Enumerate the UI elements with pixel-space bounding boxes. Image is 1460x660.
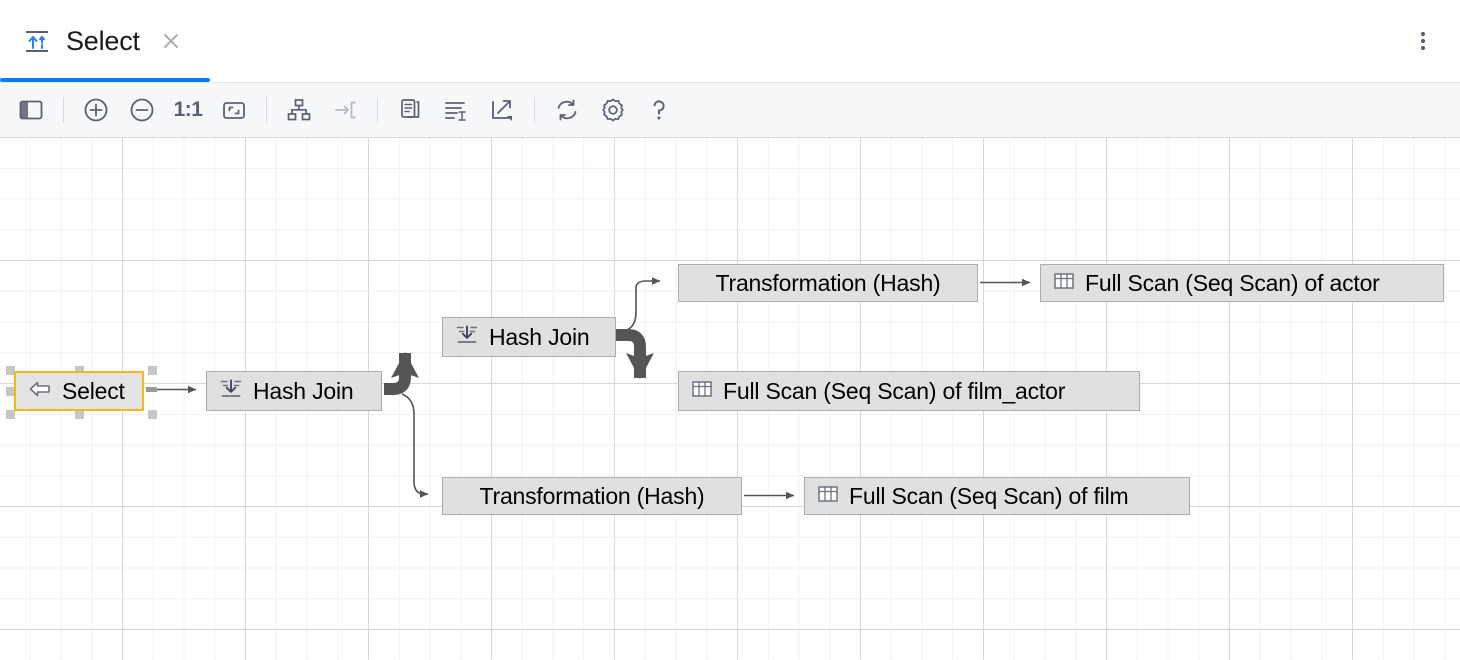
selection-handle-se[interactable] [148,410,157,419]
node-select[interactable]: Select [14,371,144,411]
selection-handle-nw[interactable] [6,366,15,375]
selection-handle-ne[interactable] [148,366,157,375]
table-icon [691,379,713,404]
hash-join-icon [219,378,243,405]
toggle-sidebar-button[interactable] [8,87,54,133]
node-label: Hash Join [489,323,590,350]
gear-icon[interactable] [590,87,636,133]
node-transformation-hash-upper[interactable]: Transformation (Hash) [678,264,978,302]
tab-select[interactable]: Select [0,0,210,82]
table-icon [817,484,839,509]
refresh-icon[interactable] [544,87,590,133]
node-label: Hash Join [253,377,354,404]
edge-hashjoin1-to-hashjoin2 [384,352,419,395]
left-arrow-icon [28,379,52,404]
export-diagram-icon[interactable] [479,87,525,133]
fit-content-button[interactable] [211,87,257,133]
text-details-icon[interactable] [433,87,479,133]
edge-hashjoin2-to-scan-filmactor [616,329,654,379]
node-label: Full Scan (Seq Scan) of actor [1085,269,1380,296]
edge-hashjoin1-to-transform2 [401,393,429,498]
zoom-in-button[interactable] [73,87,119,133]
node-label: Select [62,377,125,404]
diagram-canvas[interactable]: Select Hash Join Hash Join Transformatio… [0,138,1460,660]
fit-selection-button[interactable] [322,87,368,133]
node-hash-join-1[interactable]: Hash Join [206,371,382,411]
hierarchy-layout-icon[interactable] [276,87,322,133]
hash-join-icon [455,324,479,351]
edge-hashjoin2-to-transform1 [623,277,661,332]
tab-title: Select [66,25,140,56]
zoom-level-label: 1:1 [173,98,203,121]
toolbar-separator [266,97,267,123]
edge-select-to-hashjoin1 [146,385,197,394]
question-mark-icon[interactable] [636,87,682,133]
close-icon[interactable] [160,30,182,52]
select-query-icon [22,26,52,56]
toolbar-separator [534,97,535,123]
node-full-scan-film-actor[interactable]: Full Scan (Seq Scan) of film_actor [678,371,1140,411]
actual-size-button[interactable]: 1:1 [165,87,211,133]
node-full-scan-film[interactable]: Full Scan (Seq Scan) of film [804,477,1190,515]
more-options-icon[interactable] [1410,28,1436,54]
toolbar-separator [377,97,378,123]
active-tab-indicator [0,78,210,82]
diagram-toolbar: 1:1 [0,82,1460,138]
diagram-edges [146,277,1031,500]
selection-handle-s[interactable] [75,410,84,419]
node-transformation-hash-lower[interactable]: Transformation (Hash) [442,477,742,515]
table-icon [1053,271,1075,296]
node-full-scan-actor[interactable]: Full Scan (Seq Scan) of actor [1040,264,1444,302]
selection-handle-sw[interactable] [6,410,15,419]
node-hash-join-2[interactable]: Hash Join [442,317,616,357]
toolbar-separator [63,97,64,123]
tab-bar: Select [0,0,1460,82]
selection-handle-w[interactable] [6,387,15,396]
node-label: Full Scan (Seq Scan) of film [849,482,1129,509]
copy-document-icon[interactable] [387,87,433,133]
node-label: Transformation (Hash) [715,269,941,296]
node-label: Full Scan (Seq Scan) of film_actor [723,377,1066,404]
zoom-out-button[interactable] [119,87,165,133]
selection-handle-n[interactable] [75,366,84,375]
node-label: Transformation (Hash) [479,482,705,509]
